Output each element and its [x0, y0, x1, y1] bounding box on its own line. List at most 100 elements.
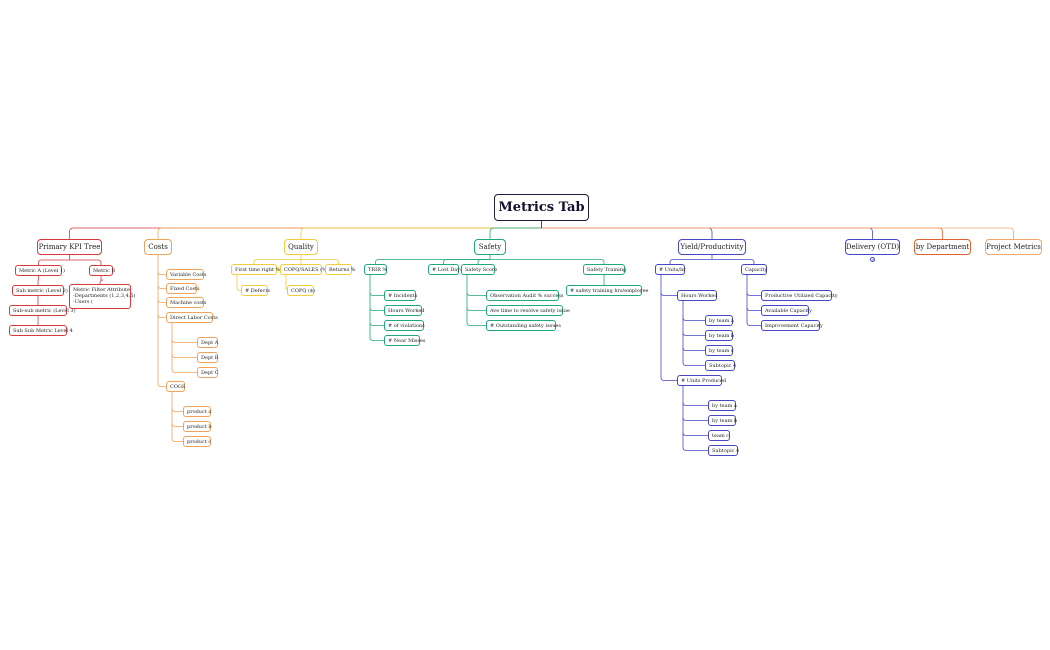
connector-cap [712, 259, 755, 264]
node-metB[interactable]: Metric B [89, 265, 115, 276]
node-sub2[interactable]: Sub metric (Level 2) [12, 285, 68, 296]
node-cap[interactable]: Capacity [741, 264, 767, 275]
connector-costs [157, 227, 542, 239]
node-copqs[interactable]: COPQ/SALES (%) [280, 264, 329, 275]
node-depC[interactable]: Dept C [197, 367, 219, 378]
node-sscore[interactable]: Safety Score [461, 264, 497, 275]
connector-tc1 [682, 347, 705, 351]
connector-ta1 [682, 317, 705, 321]
connector-quality [300, 227, 542, 239]
node-trir[interactable]: TRIR % [364, 264, 387, 275]
node-varc[interactable]: Variable Costs [166, 269, 206, 280]
node-obs[interactable]: Observation Audit % success [486, 290, 564, 301]
connector-pa [171, 408, 183, 412]
node-tc1[interactable]: by team c [705, 345, 734, 356]
node-ta2[interactable]: by team a [708, 400, 737, 411]
connector-pc [171, 438, 183, 442]
connector-puc [746, 292, 761, 296]
connector-depA [171, 339, 197, 343]
connector-tb2 [682, 417, 708, 421]
connector-macc [157, 299, 166, 303]
node-yield[interactable]: Yield/Productivity [678, 239, 746, 255]
connector-st2 [682, 447, 708, 451]
node-st2[interactable]: Subtopic 4 [708, 445, 739, 456]
connector-tc2 [682, 432, 708, 436]
node-near[interactable]: # Near Misses [384, 335, 425, 346]
node-imc[interactable]: Improvement Capacity [761, 320, 823, 331]
connector-yield [541, 227, 713, 239]
node-avc[interactable]: Available Capacity [761, 305, 812, 316]
node-pa[interactable]: product a [183, 406, 211, 417]
connector-proj [541, 227, 1014, 239]
connector-metB [69, 259, 102, 265]
node-macc[interactable]: Machine costs [166, 297, 206, 308]
node-hw[interactable]: Hours Worked [384, 305, 425, 316]
node-tb1[interactable]: by team b [705, 330, 734, 341]
connector-tb1 [682, 332, 705, 336]
node-filter[interactable]: Metric Filter Attribute -Departments (1,… [69, 284, 136, 309]
node-depA[interactable]: Dept A [197, 337, 218, 348]
connector-st1 [682, 362, 705, 366]
connector-pb [171, 423, 183, 427]
connector-metA [38, 259, 70, 265]
node-tb2[interactable]: by team b [708, 415, 737, 426]
connector-ave [466, 307, 486, 311]
node-ave[interactable]: Ave time to resolve safety issue [486, 305, 570, 316]
node-strain[interactable]: Safety Training [583, 264, 626, 275]
node-pb[interactable]: product b [183, 421, 212, 432]
node-cogs[interactable]: COGS [166, 381, 185, 392]
node-delivery[interactable]: Delivery (OTD) [845, 239, 900, 255]
node-hwk[interactable]: Hours Worked [677, 290, 718, 301]
node-outs[interactable]: # Outstanding safety issues [486, 320, 561, 331]
node-viol[interactable]: # of violations [384, 320, 425, 331]
node-hrs[interactable]: # safety training hrs/employee [566, 285, 648, 296]
node-up[interactable]: # Units Produced [677, 375, 726, 386]
node-ftr[interactable]: First time right % [231, 264, 280, 275]
connector-safety [489, 227, 542, 239]
connector-viol [369, 322, 384, 326]
node-tc2[interactable]: team c [708, 430, 730, 441]
connector-ta2 [682, 402, 708, 406]
node-safety[interactable]: Safety [474, 239, 506, 255]
node-quality[interactable]: Quality [284, 239, 318, 255]
node-dept[interactable]: by Department [914, 239, 971, 255]
node-puc[interactable]: Productive Utilized Capacity [761, 290, 838, 301]
node-st1[interactable]: Subtopic 4 [705, 360, 736, 371]
connector-filter [99, 279, 104, 284]
node-inc[interactable]: # Incidents [384, 290, 417, 301]
node-ta1[interactable]: by team a [705, 315, 734, 326]
connector-imc [746, 322, 761, 326]
node-sub3[interactable]: Sub-sub metric (Level 3) [9, 305, 76, 316]
connector-fixc [157, 285, 166, 289]
node-ret[interactable]: Returns % [325, 264, 355, 275]
connector-obs [466, 292, 486, 296]
connector-depB [171, 354, 197, 358]
connector-sscore [477, 259, 490, 264]
node-dlc[interactable]: Direct Labor Costs [166, 312, 218, 323]
node-lost[interactable]: # Lost Days [428, 264, 463, 275]
connector-outs [466, 322, 486, 326]
connector-ret [301, 259, 339, 264]
connector-ftr [253, 259, 301, 264]
node-defects[interactable]: # Defects [241, 285, 270, 296]
node-unitshr[interactable]: # Units/hr [655, 264, 686, 275]
node-pc[interactable]: product c [183, 436, 211, 447]
connector-up [660, 377, 677, 381]
node-kpi[interactable]: Primary KPI Tree [37, 239, 102, 255]
node-copq[interactable]: COPQ ($) [287, 285, 315, 296]
node-fixc[interactable]: Fixed Costs [166, 283, 200, 294]
node-depB[interactable]: Dept B [197, 352, 218, 363]
connector-unitshr [669, 259, 712, 264]
connector-dept [541, 227, 943, 239]
connector-kpi [69, 227, 542, 239]
connector-trir [375, 259, 490, 264]
node-metA[interactable]: Metric A (Level 1) [15, 265, 65, 276]
node-root[interactable]: Metrics Tab [494, 194, 589, 221]
node-sub4[interactable]: Sub Sub Metric Level 4 [9, 325, 73, 336]
collapsed-children-badge[interactable]: 3 [870, 257, 875, 262]
node-costs[interactable]: Costs [144, 239, 172, 255]
connector-avc [746, 307, 761, 311]
node-proj[interactable]: Project Metrics [985, 239, 1042, 255]
